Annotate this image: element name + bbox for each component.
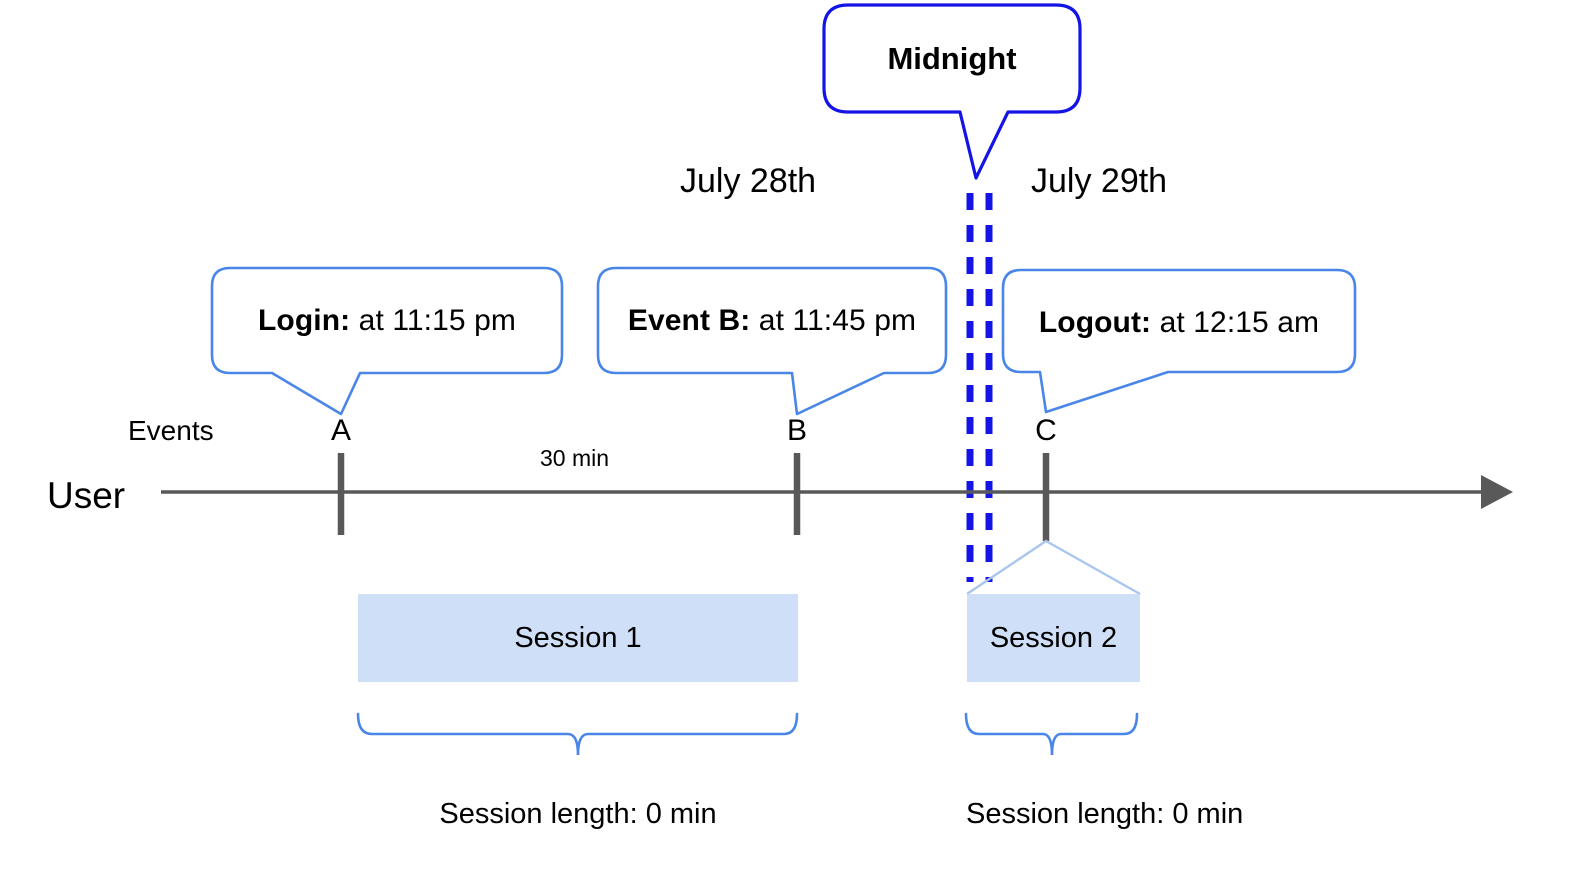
logout-callout-rest: at 12:15 am — [1151, 306, 1320, 339]
logout-callout-bold: Logout: — [1038, 306, 1152, 339]
logout-callout-shape — [1001, 268, 1357, 414]
session-2-label: Session 2 — [989, 621, 1118, 654]
session-2-caption: Session length: 0 min — [966, 798, 1244, 830]
marker-label-b: B — [786, 414, 807, 447]
session-2-box[interactable]: Session 2 — [967, 594, 1140, 682]
session-1-brace — [356, 712, 799, 756]
event-b-callout-rest: at 11:45 pm — [750, 304, 917, 337]
midnight-callout-shape — [822, 3, 1082, 180]
gap-duration-label: 30 min — [540, 445, 610, 471]
axis-events-label: Events — [128, 415, 214, 446]
login-callout-text: Login: at 11:15 pm — [212, 306, 562, 336]
login-callout-rest: at 11:15 pm — [350, 304, 516, 337]
session-1-label: Session 1 — [514, 621, 642, 654]
session-2-brace — [964, 712, 1139, 756]
event-b-callout-bold: Event B: — [627, 304, 751, 337]
session-1-caption: Session length: 0 min — [439, 798, 717, 830]
session-2-tent-connector — [966, 539, 1141, 596]
login-callout-shape — [210, 266, 564, 416]
day-label-july-29: July 29th — [1031, 162, 1168, 200]
axis-row-label-user: User — [47, 475, 126, 516]
logout-callout-text: Logout: at 12:15 am — [1003, 308, 1355, 338]
login-callout-bold: Login: — [258, 304, 351, 337]
midnight-label: Midnight — [887, 41, 1017, 76]
marker-label-c: C — [1035, 414, 1057, 447]
event-b-callout-shape — [596, 266, 948, 416]
session-1-box[interactable]: Session 1 — [358, 594, 798, 682]
marker-label-a: A — [330, 414, 351, 447]
day-label-july-28: July 28th — [680, 162, 817, 200]
arrow-right-icon — [1481, 475, 1513, 509]
event-b-callout-text: Event B: at 11:45 pm — [598, 306, 946, 336]
